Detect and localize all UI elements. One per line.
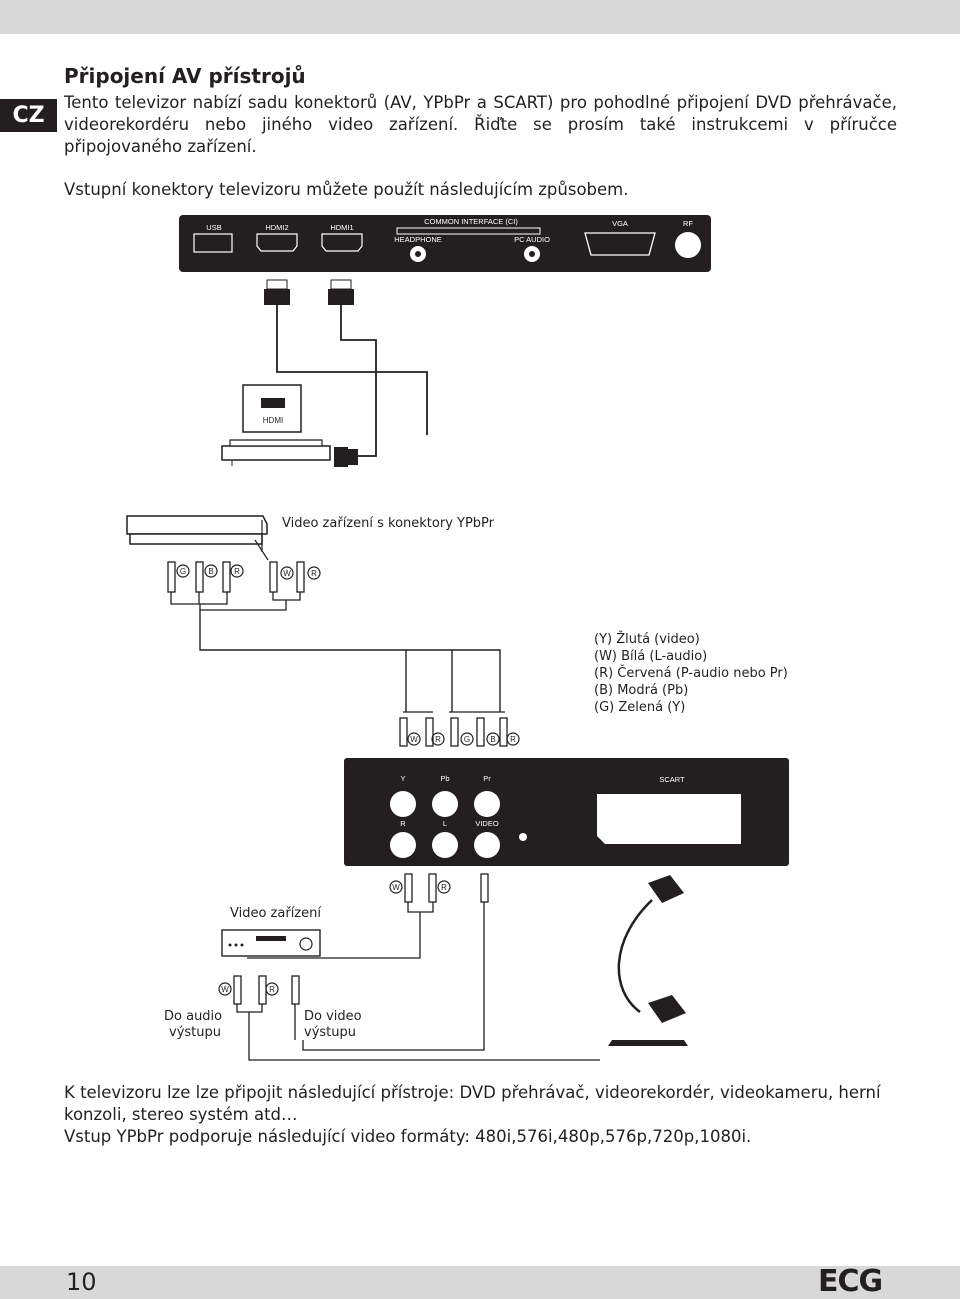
hdmi1-label: HDMI1 (330, 223, 353, 232)
ci-slot (396, 227, 541, 235)
audio-out-label: výstupu (169, 1025, 221, 1040)
plug-r-audio-letter: R (311, 569, 317, 578)
ci-label: COMMON INTERFACE (CI) (424, 217, 518, 226)
intro-line: Vstupní konektory televizoru můžete použ… (64, 180, 629, 199)
av-device-caption: Video zařízení (230, 906, 321, 921)
svg-text:W: W (410, 735, 418, 744)
svg-text:G: G (464, 735, 470, 744)
intro-paragraph: Tento televizor nabízí sadu konektorů (A… (64, 93, 897, 156)
tv-panel-top: USB HDMI2 HDMI1 COMMON INTERFACE (CI) HE… (179, 215, 711, 272)
r-label: R (400, 819, 406, 828)
r-jack (390, 832, 416, 858)
plug-w-letter: W (283, 569, 291, 578)
plug-r-letter: R (234, 567, 240, 576)
hdmi2-port (256, 233, 298, 252)
footer-line-formats: Vstup YPbPr podporuje následující video … (64, 1127, 752, 1146)
svg-text:R: R (435, 735, 441, 744)
hdmi-cables (264, 279, 428, 457)
video-label: VIDEO (475, 819, 499, 828)
tv-panel-bottom: Y Pb Pr R L VIDEO SCART (344, 758, 789, 866)
top-bar (0, 0, 960, 34)
footer-paragraph: K televizoru lze lze připojit následujíc… (64, 1082, 914, 1148)
plug-g-letter: G (180, 567, 186, 576)
legend-item: (W) Bílá (L-audio) (594, 649, 707, 664)
color-legend: (Y) Žlutá (video) (W) Bílá (L-audio) (R)… (594, 631, 788, 715)
video-jack (474, 832, 500, 858)
headphone-label: HEADPHONE (394, 235, 442, 244)
svg-text:R: R (269, 985, 275, 994)
section-title: Připojení AV přístrojů (64, 64, 306, 88)
y-jack (390, 791, 416, 817)
video-out-label: Do video (304, 1009, 362, 1024)
scart-label: SCART (659, 775, 685, 784)
pr-label: Pr (483, 774, 491, 783)
legend-item: (Y) Žlutá (video) (594, 631, 700, 647)
footer-line-devices: K televizoru lze lze připojit následujíc… (64, 1083, 881, 1124)
av-device: Video zařízení W R Do audio výstupu Do v… (164, 906, 600, 1061)
svg-text:B: B (490, 735, 495, 744)
pr-jack (474, 791, 500, 817)
rca-plugs-upper: W R G B R (399, 711, 520, 747)
vga-label: VGA (612, 219, 628, 228)
pb-jack (432, 791, 458, 817)
hdmi-device-port-label: HDMI (263, 416, 283, 425)
hdmi1-port (321, 233, 363, 252)
y-label: Y (400, 774, 405, 783)
language-tab: CZ (0, 99, 57, 132)
svg-text:R: R (510, 735, 516, 744)
rca-plugs-lower: W R (247, 873, 489, 1051)
plug-b-letter: B (208, 567, 213, 576)
legend-item: (R) Červená (P-audio nebo Pr) (594, 665, 788, 681)
pc-audio-label: PC AUDIO (514, 235, 550, 244)
l-jack (432, 832, 458, 858)
ypbpr-device-caption: Video zařízení s konektory YPbPr (282, 516, 495, 531)
legend-item: (G) Zelená (Y) (594, 700, 685, 715)
pb-label: Pb (440, 774, 449, 783)
bottom-bar (0, 1266, 960, 1299)
hdmi2-label: HDMI2 (265, 223, 288, 232)
page-number: 10 (66, 1268, 97, 1296)
svg-text:R: R (441, 883, 447, 892)
ypbpr-device: Video zařízení s konektory YPbPr G B R W… (126, 515, 501, 712)
svg-text:W: W (392, 883, 400, 892)
rf-label: RF (683, 219, 693, 228)
audio-out-label: Do audio (164, 1009, 222, 1024)
video-out-label: výstupu (304, 1025, 356, 1040)
vga-port (584, 232, 656, 256)
usb-port (193, 233, 233, 253)
l-label: L (443, 819, 447, 828)
hdmi-device: HDMI (221, 384, 358, 467)
brand-logo: ECG (818, 1264, 883, 1299)
legend-item: (B) Modrá (Pb) (594, 683, 688, 698)
scart-port (597, 794, 741, 844)
svg-text:W: W (221, 985, 229, 994)
scart-cable (608, 875, 688, 1046)
rf-port (675, 232, 701, 258)
usb-label: USB (206, 223, 221, 232)
